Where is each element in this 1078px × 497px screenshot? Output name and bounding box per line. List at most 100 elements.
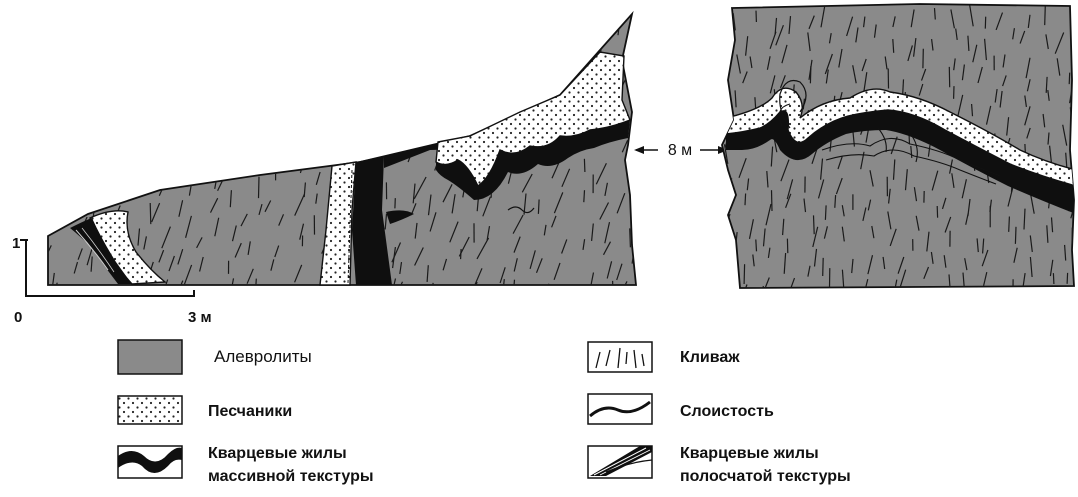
cleavage-mark bbox=[144, 17, 148, 34]
cleavage-mark bbox=[380, 53, 386, 74]
cleavage-mark bbox=[220, 84, 224, 96]
cleavage-mark bbox=[494, 44, 496, 65]
cleavage-mark bbox=[1015, 227, 1016, 244]
cleavage-mark bbox=[579, 288, 584, 310]
cleavage-mark bbox=[888, 297, 890, 312]
legend-swatch-cleavage bbox=[588, 342, 652, 372]
cleavage-mark bbox=[357, 139, 358, 159]
cleavage-mark bbox=[132, 42, 137, 55]
cleavage-mark bbox=[165, 38, 172, 50]
cleavage-mark bbox=[235, 67, 237, 80]
cleavage-mark bbox=[592, 28, 600, 49]
cleavage-mark bbox=[450, 65, 455, 76]
cleavage-mark bbox=[580, 29, 585, 46]
cleavage-mark bbox=[359, 68, 361, 80]
cleavage-mark bbox=[283, 124, 285, 135]
cleavage-mark bbox=[97, 162, 98, 180]
cleavage-mark bbox=[221, 31, 227, 46]
cleavage-mark bbox=[356, 286, 364, 301]
cleavage-mark bbox=[874, 298, 877, 318]
cleavage-mark bbox=[968, 298, 972, 318]
cleavage-mark bbox=[243, 85, 247, 101]
cleavage-mark bbox=[842, 291, 843, 305]
cleavage-mark bbox=[167, 156, 173, 170]
cleavage-mark bbox=[92, 104, 99, 120]
cleavage-mark bbox=[479, 29, 482, 48]
cleavage-mark bbox=[418, 89, 424, 104]
siltstone-body-right bbox=[722, 4, 1074, 288]
distance-label: 8 м bbox=[668, 142, 692, 159]
cleavage-mark bbox=[119, 59, 120, 70]
cleavage-mark bbox=[242, 112, 250, 129]
cleavage-mark bbox=[139, 119, 141, 132]
cleavage-mark bbox=[492, 85, 495, 95]
scale-zero-label: 0 bbox=[14, 309, 22, 326]
cleavage-mark bbox=[92, 51, 101, 71]
cleavage-mark bbox=[92, 174, 96, 186]
cleavage-mark bbox=[203, 24, 210, 42]
cleavage-mark bbox=[564, 22, 565, 33]
legend-swatch-sandstone bbox=[118, 396, 182, 424]
cleavage-mark bbox=[172, 71, 183, 91]
cleavage-mark bbox=[814, 215, 815, 234]
cleavage-mark bbox=[58, 61, 62, 75]
cleavage-mark bbox=[823, 258, 824, 276]
cleavage-mark bbox=[902, 293, 904, 308]
legend-label-cleavage: Кливаж bbox=[680, 349, 740, 366]
legend-swatch-banded-vein bbox=[588, 446, 652, 478]
cleavage-mark bbox=[835, 195, 836, 208]
cleavage-mark bbox=[316, 151, 323, 166]
cleavage-mark bbox=[536, 39, 544, 57]
cleavage-mark bbox=[412, 127, 413, 139]
cleavage-mark bbox=[125, 141, 129, 156]
cleavage-mark bbox=[715, 67, 723, 87]
cleavage-mark bbox=[206, 63, 212, 77]
cleavage-mark bbox=[1053, 273, 1054, 284]
legend-label-banded-vein-line1: Кварцевые жилы bbox=[680, 445, 819, 462]
cleavage-mark bbox=[729, 37, 730, 51]
cleavage-mark bbox=[458, 88, 468, 107]
cleavage-mark bbox=[101, 21, 102, 34]
cleavage-mark bbox=[405, 107, 412, 127]
cleavage-mark bbox=[327, 128, 336, 148]
cleavage-mark bbox=[336, 94, 340, 110]
cleavage-mark bbox=[270, 110, 273, 121]
cleavage-mark bbox=[83, 158, 84, 169]
legend-swatch-bedding bbox=[588, 394, 652, 424]
cleavage-mark bbox=[456, 102, 461, 116]
cleavage-mark bbox=[520, 64, 525, 77]
legend-label-massive-vein-line1: Кварцевые жилы bbox=[208, 445, 347, 462]
cleavage-mark bbox=[432, 124, 434, 136]
cleavage-mark bbox=[209, 43, 210, 53]
cleavage-mark bbox=[520, 86, 523, 96]
cleavage-mark bbox=[233, 155, 239, 175]
cleavage-mark bbox=[584, 159, 585, 172]
cleavage-mark bbox=[119, 15, 126, 31]
cleavage-mark bbox=[267, 291, 269, 302]
cleavage-mark bbox=[137, 178, 143, 191]
cleavage-mark bbox=[209, 102, 214, 112]
cleavage-mark bbox=[945, 288, 948, 305]
cleavage-mark bbox=[1073, 5, 1077, 19]
legend-label-bedding: Слоистость bbox=[680, 403, 774, 420]
left-section bbox=[40, 14, 638, 313]
cleavage-mark bbox=[584, 190, 585, 202]
cleavage-mark bbox=[159, 109, 169, 129]
cleavage-mark bbox=[772, 190, 773, 211]
cleavage-mark bbox=[77, 82, 81, 93]
cleavage-mark bbox=[1060, 296, 1065, 310]
cleavage-mark bbox=[117, 80, 118, 100]
cleavage-mark bbox=[329, 18, 337, 33]
cleavage-mark bbox=[418, 18, 427, 37]
cleavage-mark bbox=[390, 69, 395, 83]
cleavage-mark bbox=[389, 118, 395, 131]
legend-label-massive-vein-line2: массивной текстуры bbox=[208, 468, 374, 485]
cleavage-mark bbox=[722, 245, 723, 261]
cleavage-mark bbox=[550, 45, 557, 59]
legend-label-siltstone: Алевролиты bbox=[214, 347, 312, 366]
cleavage-mark bbox=[379, 84, 387, 103]
cleavage-mark bbox=[935, 8, 936, 19]
cleavage-mark bbox=[476, 43, 478, 62]
cleavage-mark bbox=[814, 293, 816, 305]
